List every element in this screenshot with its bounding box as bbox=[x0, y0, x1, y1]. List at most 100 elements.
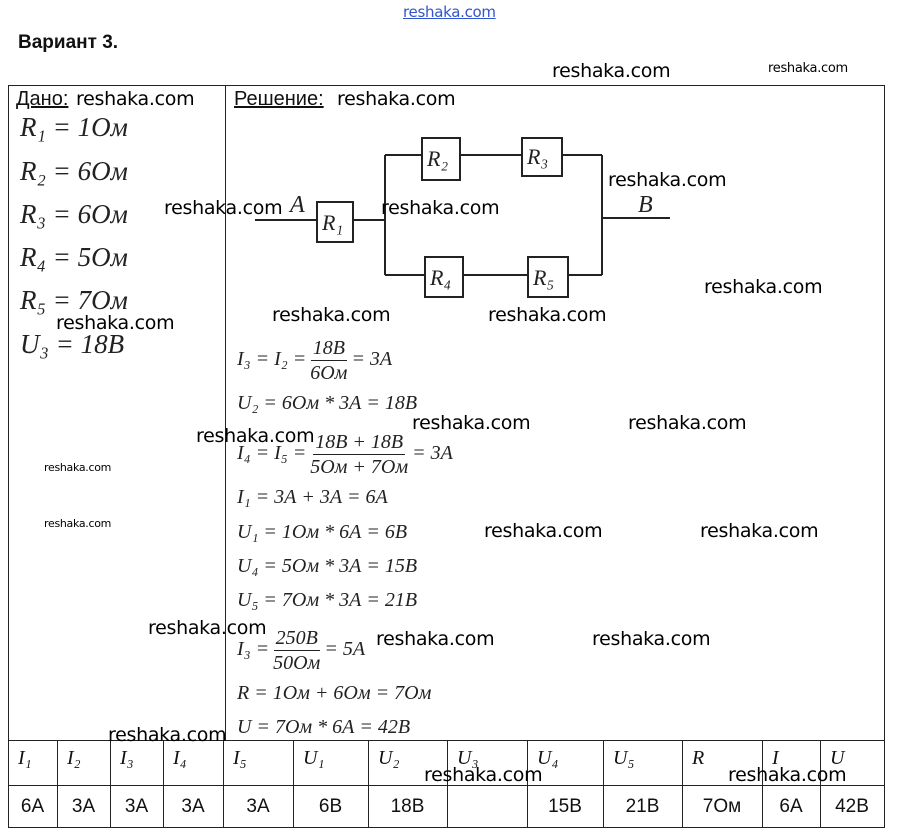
watermark: reshaka.com bbox=[381, 197, 500, 219]
formula-u4: U₄ = 5Ом * 3А = 15В bbox=[237, 555, 418, 577]
watermark: reshaka.com bbox=[628, 412, 747, 434]
table-header-cell: I₂ bbox=[67, 747, 81, 769]
watermark: reshaka.com bbox=[768, 61, 848, 76]
watermark: reshaka.com bbox=[424, 764, 543, 786]
formula-u2: U₂ = 6Ом * 3А = 18В bbox=[237, 392, 418, 414]
node-a-label: A bbox=[288, 192, 305, 218]
formula-u: U = 7Ом * 6А = 42В bbox=[237, 716, 411, 738]
given-header: Дано: bbox=[16, 88, 69, 110]
fraction-numerator: 18В bbox=[310, 337, 347, 361]
formula-r: R = 1Ом + 6Ом = 7Ом bbox=[237, 682, 432, 704]
resistor-r2 bbox=[421, 137, 461, 181]
table-value-cell: 3А bbox=[181, 795, 205, 817]
column-line bbox=[682, 740, 683, 828]
table-header-cell: U₅ bbox=[613, 747, 635, 769]
fraction-numerator: 18В + 18В bbox=[313, 431, 406, 455]
table-header-cell: R bbox=[692, 747, 705, 769]
column-line bbox=[293, 740, 294, 828]
watermark: reshaka.com bbox=[56, 312, 175, 334]
r3-label: R₃ bbox=[526, 144, 548, 169]
table-header-cell: I bbox=[772, 747, 779, 769]
answer-table-mid bbox=[8, 785, 885, 786]
table-value-cell: 3А bbox=[246, 795, 270, 817]
given-u3: U₃ = 18В bbox=[20, 329, 125, 359]
watermark: reshaka.com bbox=[76, 88, 195, 110]
watermark: reshaka.com bbox=[552, 60, 671, 82]
circuit-diagram: A B R₁ R₂ R₃ R₄ R₅ bbox=[255, 137, 670, 298]
table-value-cell: 18В bbox=[390, 795, 425, 817]
column-line bbox=[368, 740, 369, 828]
table-header-cell: I₁ bbox=[18, 747, 32, 769]
watermark: reshaka.com bbox=[728, 764, 847, 786]
given-r5: R₅ = 7Ом bbox=[20, 285, 128, 315]
formula-lhs: I₃ = I₂ = bbox=[237, 348, 307, 371]
table-border-left bbox=[8, 85, 9, 828]
watermark: reshaka.com bbox=[196, 425, 315, 447]
node-b-label: B bbox=[638, 192, 653, 218]
formula-lhs: I₄ = I₅ = bbox=[237, 442, 307, 465]
watermark: reshaka.com bbox=[592, 628, 711, 650]
watermark: reshaka.com bbox=[376, 628, 495, 650]
table-header-cell: I₅ bbox=[233, 747, 247, 769]
resistor-r3 bbox=[521, 137, 563, 177]
table-value-cell: 3А bbox=[124, 795, 149, 817]
resistor-r5 bbox=[527, 256, 569, 298]
watermark: reshaka.com bbox=[164, 197, 283, 219]
table-header-cell: U bbox=[830, 747, 845, 769]
column-line bbox=[820, 740, 821, 828]
formula-rhs: = 3А bbox=[351, 348, 393, 371]
given-r1: R₁ = 1Ом bbox=[20, 112, 128, 142]
table-value-cell: 7Ом bbox=[702, 795, 742, 817]
watermark: reshaka.com bbox=[148, 617, 267, 639]
column-divider bbox=[225, 85, 226, 740]
table-header-cell: U₂ bbox=[378, 747, 400, 769]
table-border-top bbox=[8, 85, 885, 86]
fraction-numerator: 250В bbox=[273, 627, 320, 651]
table-value-cell: 6А bbox=[20, 795, 45, 817]
table-header-cell: U₄ bbox=[537, 747, 559, 769]
table-border-right bbox=[884, 85, 885, 828]
fraction-denominator: 6Ом bbox=[310, 362, 348, 384]
given-r4: R₄ = 5Ом bbox=[20, 242, 128, 272]
table-value-cell: 6В bbox=[318, 795, 343, 817]
table-header-cell: I₄ bbox=[173, 747, 187, 769]
watermark: reshaka.com bbox=[108, 724, 227, 746]
watermark: reshaka.com bbox=[704, 276, 823, 298]
page-title: Вариант 3. bbox=[18, 32, 119, 53]
r1-label: R₁ bbox=[321, 210, 343, 235]
formula-u1: U₁ = 1Ом * 6А = 6В bbox=[237, 521, 408, 543]
table-value-cell: 6А bbox=[779, 795, 803, 817]
watermark: reshaka.com bbox=[272, 304, 391, 326]
resistor-r1 bbox=[316, 201, 354, 243]
r2-label: R₂ bbox=[426, 146, 448, 171]
column-line bbox=[603, 740, 604, 828]
given-r2: R₂ = 6Ом bbox=[20, 156, 128, 186]
watermark-link[interactable]: reshaka.com bbox=[403, 3, 496, 21]
answer-table-bottom bbox=[8, 827, 885, 828]
table-value-cell: 21В bbox=[625, 795, 660, 817]
watermark: reshaka.com bbox=[700, 520, 819, 542]
formula-rhs: = 3А bbox=[412, 442, 453, 465]
column-line bbox=[223, 740, 224, 828]
watermark: reshaka.com bbox=[44, 461, 112, 474]
table-header-cell: U₁ bbox=[303, 747, 325, 769]
formula-rhs: = 5А bbox=[324, 638, 366, 661]
r4-label: R₄ bbox=[429, 265, 451, 290]
table-value-cell: 15В bbox=[548, 795, 582, 817]
table-header-cell: I₃ bbox=[120, 747, 134, 769]
table-header-cell: U₃ bbox=[457, 747, 479, 769]
formula-lhs: I₃ = bbox=[237, 638, 270, 661]
column-line bbox=[447, 740, 448, 828]
column-line bbox=[163, 740, 164, 828]
column-line bbox=[762, 740, 763, 828]
fraction-denominator: 5Ом + 7Ом bbox=[310, 456, 409, 478]
column-line bbox=[57, 740, 58, 828]
given-r3: R₃ = 6Ом bbox=[20, 199, 128, 229]
table-value-cell: 42В bbox=[835, 795, 869, 817]
r5-label: R₅ bbox=[532, 265, 554, 290]
watermark: reshaka.com bbox=[488, 304, 607, 326]
